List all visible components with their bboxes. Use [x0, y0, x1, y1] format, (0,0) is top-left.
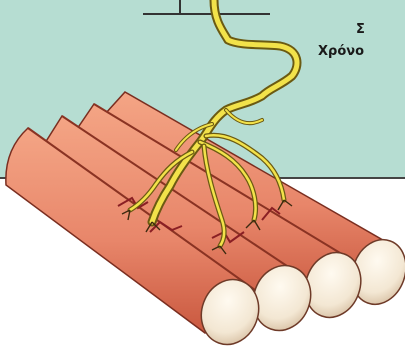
top-label-fragment: Σ [356, 22, 365, 37]
time-label-fragment: Χρόνο [318, 44, 364, 59]
